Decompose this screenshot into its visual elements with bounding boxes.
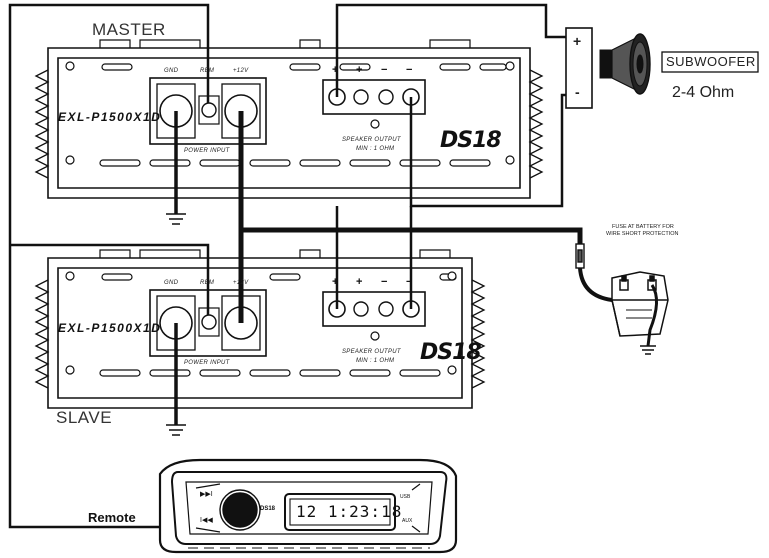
master-brand-logo: DS18 [440,128,502,153]
head-unit-brand: DS18 [260,506,276,512]
master-power-input-label: POWER INPUT [184,148,230,154]
master-gnd-label: GND [164,68,179,74]
remote-label: Remote [88,510,136,525]
speaker-negative-wire [409,93,566,208]
subwoofer-impedance-label: 2-4 Ohm [672,84,735,101]
subwoofer-label: SUBWOOFER [666,54,756,69]
subwoofer-speaker-icon [599,33,651,95]
remote-wire-slave [10,243,210,315]
battery-icon [611,271,669,355]
subwoofer-minus-label: - [575,84,580,100]
slave-terminal-sign-1: + [332,276,339,288]
slave-terminal-sign-2: + [356,276,363,288]
slave-power-input-label: POWER INPUT [184,360,230,366]
master-ground-symbol [166,213,186,225]
slave-terminal-sign-4: − [406,276,413,288]
subwoofer-plus-label: + [573,33,582,49]
master-rem-label: REM [200,68,215,74]
wires [8,3,613,529]
master-min-ohm-label: MIN : 1 OHM [356,146,395,152]
head-unit-display-frame [284,493,396,531]
slave-min-ohm-label: MIN : 1 OHM [356,358,395,364]
head-unit-prev-button: I◀◀ [200,517,213,524]
master-label: MASTER [92,20,166,39]
slave-ground-symbol [166,424,186,436]
master-terminal-sign-4: − [406,64,413,76]
slave-terminal-sign-3: − [381,276,388,288]
head-unit [158,458,458,554]
slave-12v-label: +12V [233,280,249,286]
subwoofer-label-box [661,51,759,73]
slave-speaker-output-label: SPEAKER OUTPUT [342,349,401,355]
slave-label: SLAVE [56,408,113,427]
remote-wire [8,3,210,529]
slave-gnd-label: GND [164,280,179,286]
head-unit-usb-label: USB [400,494,411,500]
master-amplifier [34,39,544,199]
master-speaker-output-label: SPEAKER OUTPUT [342,137,401,143]
slave-model-label: EXL-P1500X1D [58,321,162,335]
fuse-icon [575,243,585,269]
head-unit-next-button: ▶▶I [200,491,213,498]
head-unit-aux-label: AUX [402,518,413,524]
master-terminal-sign-1: + [332,64,339,76]
fuse-note-line2: WIRE SHORT PROTECTION [606,231,679,237]
master-terminal-sign-2: + [356,64,363,76]
speaker-positive-wire [335,3,566,97]
subwoofer-terminal-block [565,27,593,109]
slave-brand-logo: DS18 [420,340,482,365]
master-12v-label: +12V [233,68,249,74]
master-model-label: EXL-P1500X1D [58,110,162,124]
head-unit-display-time: 12 1:23:18 [296,502,403,521]
slave-rem-label: REM [200,280,215,286]
master-terminal-sign-3: − [381,64,388,76]
fuse-note-line1: FUSE AT BATTERY FOR [612,224,674,230]
